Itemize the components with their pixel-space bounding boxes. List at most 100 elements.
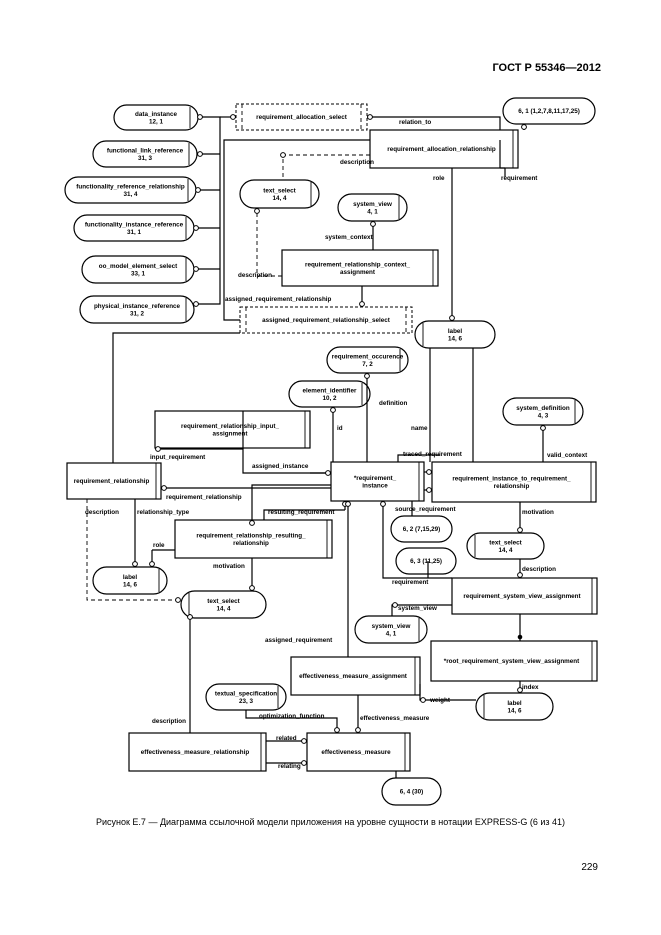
relationship-end-circle <box>155 446 161 452</box>
reference-label: 31, 3 <box>138 155 153 162</box>
relationship-end-circle <box>517 572 523 578</box>
reference-text-select-3 <box>180 590 267 619</box>
attribute-label-motivation-2: motivation <box>213 563 245 570</box>
entity-label: *root_requirement_system_view_assignment <box>444 658 580 665</box>
entity-req-sys-view <box>451 577 598 615</box>
reference-label: functionality_reference_relationship <box>76 183 185 190</box>
reference-label: 14, 4 <box>498 547 513 554</box>
reference-label: 31, 1 <box>127 229 142 236</box>
relationship-end-circle <box>517 634 523 640</box>
entity-label: requirement_relationship_input_ <box>181 423 279 430</box>
entity-label: effectiveness_measure_relationship <box>141 749 250 756</box>
entity-eff-measure <box>306 732 411 772</box>
entity-req-rel-input <box>154 410 311 449</box>
reference-label-3 <box>475 692 554 721</box>
relationship-end-circle <box>540 425 546 431</box>
entity-req-relationship <box>66 462 162 500</box>
attribute-label-requirement-2: requirement <box>392 579 429 586</box>
reference-label: text_select <box>263 187 296 194</box>
entity-label: requirement_allocation_relationship <box>387 146 496 153</box>
attribute-label-requirement-relationship-attr: requirement_relationship <box>166 494 242 501</box>
relationship-end-circle <box>517 687 523 693</box>
page-number: 229 <box>581 862 598 873</box>
reference-label: textual_specification <box>215 690 277 697</box>
reference-label-2 <box>92 566 168 595</box>
relationship-end-circle <box>230 114 236 120</box>
attribute-label-valid-context: valid_context <box>547 452 588 459</box>
entity-label: requirement_relationship_context_ <box>305 261 410 268</box>
entity-label: *requirement_ <box>354 475 397 482</box>
reference-label: 31, 4 <box>123 191 138 198</box>
reference-label: 14, 6 <box>123 581 138 588</box>
reference-label: 10, 2 <box>322 395 337 402</box>
attribute-label-motivation-1: motivation <box>522 509 554 516</box>
relationship-end-circle <box>426 469 432 475</box>
reference-label: 14, 6 <box>448 335 463 342</box>
relationship-end-circle <box>193 225 199 231</box>
entity-eff-assign <box>290 656 421 696</box>
attribute-label-assigned-instance: assigned_instance <box>252 463 309 470</box>
relationship-end-circle <box>330 407 336 413</box>
attribute-label-resulting-requirement: resulting_requirement <box>268 509 335 516</box>
relationship-end-circle <box>301 760 307 766</box>
relationship-end-circle <box>301 738 307 744</box>
relationship-end-circle <box>197 151 203 157</box>
reference-label: text_select <box>489 539 522 546</box>
reference-label: element_identifier <box>303 387 357 394</box>
relationship-end-circle <box>345 501 351 507</box>
entity-label: effectiveness_measure_assignment <box>299 673 408 680</box>
relationship-end-circle <box>355 727 361 733</box>
page-reference-label: 6, 2 (7,15,29) <box>403 526 440 533</box>
entity-root-req-sys-view <box>430 640 598 682</box>
reference-label: system_view <box>372 623 411 630</box>
reference-label: 4, 1 <box>367 208 378 215</box>
reference-label: requirement_occurence <box>332 353 404 360</box>
page-reference-pr3 <box>395 547 457 575</box>
attribute-label-description-1: description <box>340 159 374 166</box>
reference-label: 12, 1 <box>149 118 164 125</box>
relationship-end-circle <box>249 585 255 591</box>
relationship-end-circle <box>195 187 201 193</box>
reference-label: 4, 3 <box>538 412 549 419</box>
attribute-label-role-2: role <box>153 542 165 549</box>
relationship-end-circle <box>359 301 365 307</box>
entity-req-rel-ctx <box>281 249 439 287</box>
document-header: ГОСТ Р 55346—2012 <box>492 62 601 74</box>
figure-caption: Рисунок Е.7 — Диаграмма ссылочной модели… <box>95 817 566 827</box>
entity-label: effectiveness_measure <box>321 749 391 756</box>
attribute-label-relation-to: relation_to <box>399 119 431 126</box>
attribute-label-relating: relating <box>278 763 301 770</box>
attribute-label-occurrence-definition: definition <box>379 400 407 407</box>
attribute-label-weight: weight <box>429 697 451 704</box>
relationship-end-circle <box>280 152 286 158</box>
attribute-label-assigned-requirement: assigned_requirement <box>265 637 333 644</box>
relationship-end-circle <box>380 501 386 507</box>
page-reference-pr1 <box>502 97 596 125</box>
select-assigned-req-rel-select <box>239 306 413 334</box>
relationship-end-circle <box>193 301 199 307</box>
attribute-label-index: index <box>522 684 539 691</box>
attribute-label-relationship-type: relationship_type <box>137 509 190 516</box>
relationship-end-circle <box>392 602 398 608</box>
entity-label: requirement_instance_to_requirement_ <box>452 475 571 482</box>
attribute-label-system-view-attr: system_view <box>398 605 437 612</box>
reference-label: 23, 3 <box>239 698 254 705</box>
relationship-end-circle <box>325 470 331 476</box>
relationship-end-circle <box>254 208 260 214</box>
reference-label-1 <box>414 320 496 349</box>
entity-label: requirement_system_view_assignment <box>463 593 581 600</box>
reference-label: oo_model_element_select <box>99 263 178 270</box>
attribute-label-id: id <box>337 425 343 432</box>
page-reference-pr4 <box>381 777 442 806</box>
reference-label: system_definition <box>516 405 570 412</box>
relationship-end-circle <box>420 697 426 703</box>
entity-label: relationship <box>494 483 530 490</box>
attribute-label-description-3: description <box>85 509 119 516</box>
reference-label: 33, 1 <box>131 270 146 277</box>
reference-text-select-1 <box>239 179 320 209</box>
select-label: assigned_requirement_relationship_select <box>262 317 391 324</box>
attribute-label-role: role <box>433 175 445 182</box>
entity-label: assignment <box>340 269 376 276</box>
attribute-label-description-2: description <box>238 272 272 279</box>
relationship-end-circle <box>249 520 255 526</box>
